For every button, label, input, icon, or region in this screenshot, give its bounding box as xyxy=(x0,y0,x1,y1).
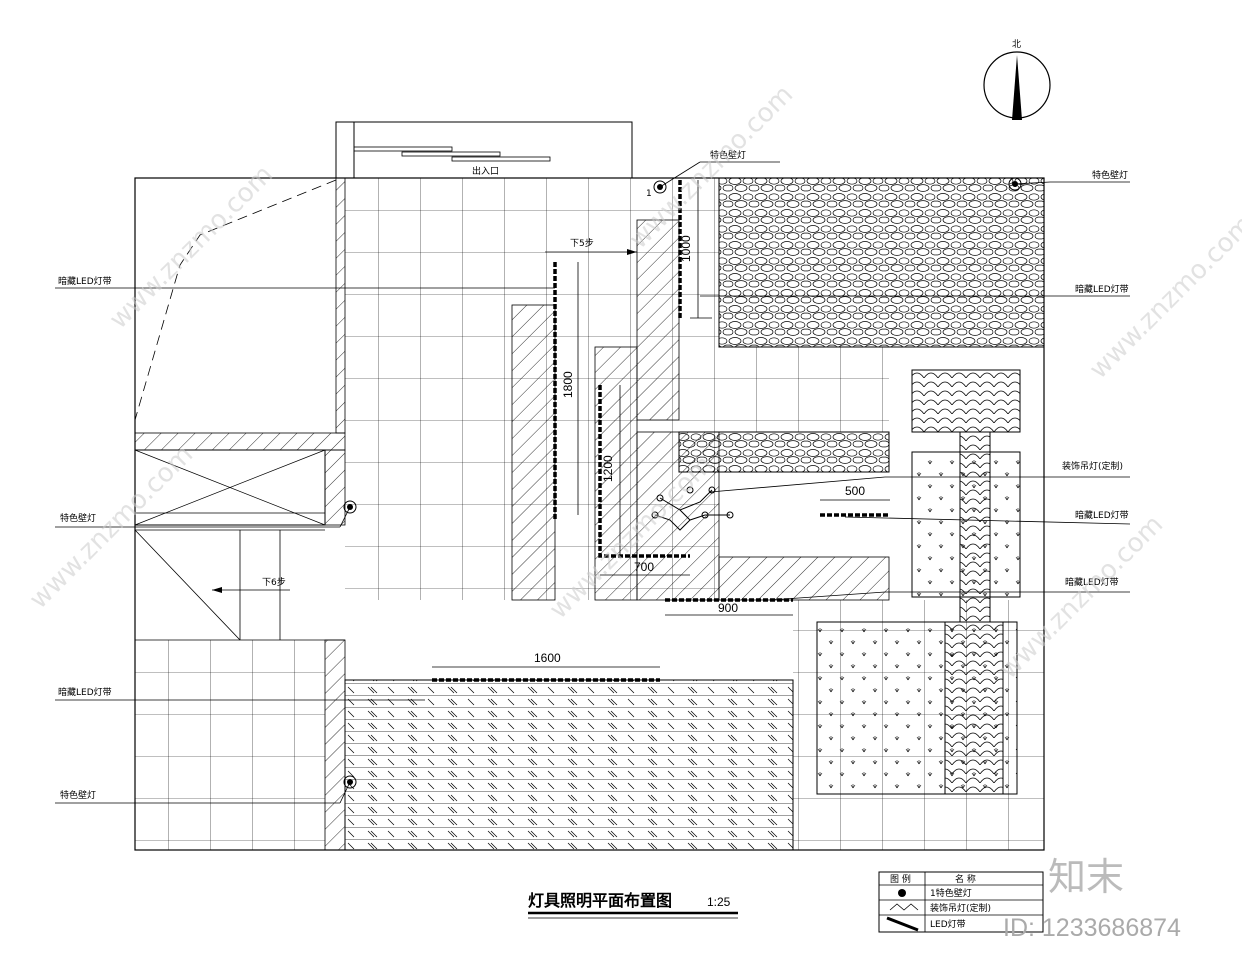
scale-tile-path xyxy=(911,369,1021,795)
roof-outline xyxy=(134,179,337,421)
label-led-right-low: 暗藏LED灯带 xyxy=(1065,576,1119,588)
label-wall-lamp-left-low: 特色壁灯 xyxy=(60,789,96,801)
wall-left-lower xyxy=(324,639,346,851)
arrow-head xyxy=(627,249,637,255)
timber-deck xyxy=(344,679,794,851)
dim-1800: 1800 xyxy=(561,371,575,398)
wall-horizontal xyxy=(134,432,346,451)
legend-wall-lamp-icon xyxy=(898,889,906,897)
legend-header-name: 名 称 xyxy=(955,873,976,885)
label-led-left-low: 暗藏LED灯带 xyxy=(58,686,112,698)
stair-left xyxy=(134,529,345,641)
watermark-id: ID: 1233686874 xyxy=(1003,914,1181,942)
step-strip-3 xyxy=(636,219,680,421)
dim-700: 700 xyxy=(634,560,654,574)
steps-down-6: 下6步 xyxy=(262,577,286,588)
pendant-lamp-icon xyxy=(651,486,734,531)
pebble-area-mid xyxy=(678,431,890,473)
step-strip-5 xyxy=(718,556,890,601)
dimension-lines xyxy=(432,180,890,668)
legend-pendant-lamp-icon xyxy=(889,903,919,911)
label-led-right-top: 暗藏LED灯带 xyxy=(1075,283,1129,295)
dim-1200: 1200 xyxy=(601,455,615,482)
step-strip-1 xyxy=(511,304,556,601)
step-strip-2 xyxy=(594,346,638,601)
legend-led-strip-icon xyxy=(886,916,919,932)
label-wall-lamp-left-mid: 特色壁灯 xyxy=(60,512,96,524)
legend-header-symbol: 图 例 xyxy=(890,873,911,885)
legend-row-3: LED灯带 xyxy=(930,919,966,930)
label-led-right-mid: 暗藏LED灯带 xyxy=(1075,509,1129,521)
steps-down-5: 下5步 xyxy=(570,238,594,249)
leader-lines xyxy=(55,161,1131,804)
dim-900: 900 xyxy=(718,601,738,615)
watermark-brand: 知末 xyxy=(1048,855,1124,899)
label-wall-lamp-right: 特色壁灯 xyxy=(1092,169,1128,181)
storage-box xyxy=(134,449,326,526)
dim-1000: 1000 xyxy=(679,235,693,262)
label-led-left-top: 暗藏LED灯带 xyxy=(58,275,112,287)
wall-left-upper xyxy=(335,177,346,434)
paving-area-right xyxy=(719,347,889,432)
pebble-area-top xyxy=(718,177,1045,348)
drawing-scale: 1:25 xyxy=(707,895,731,909)
legend-row-2: 装饰吊灯(定制) xyxy=(930,902,991,914)
led-strip-lines xyxy=(432,180,890,682)
north-label: 北 xyxy=(1012,39,1021,50)
wall-left-mid xyxy=(324,449,346,526)
legend-row-1: 1特色壁灯 xyxy=(930,887,972,899)
drawing-title: 灯具照明平面布置图 1:25 xyxy=(528,891,738,919)
drawing-title-text: 灯具照明平面布置图 xyxy=(528,891,672,910)
entrance-label: 出入口 xyxy=(472,165,499,177)
lamp-index: 1 xyxy=(646,189,652,199)
north-arrow: 北 xyxy=(983,39,1051,120)
paving-area-left xyxy=(135,640,325,850)
entrance-block: 出入口 xyxy=(335,121,633,179)
watermark-site-1: www.znzmo.com xyxy=(104,160,279,335)
label-wall-lamp-top: 特色壁灯 xyxy=(710,149,746,161)
dim-1600: 1600 xyxy=(534,651,561,665)
dim-500: 500 xyxy=(845,484,865,498)
watermark-site-3: www.znzmo.com xyxy=(1084,210,1242,385)
legend-table: 图 例 名 称 1特色壁灯 装饰吊灯(定制) LED灯带 xyxy=(878,871,1044,933)
label-pendant-lamp: 装饰吊灯(定制) xyxy=(1062,460,1123,472)
